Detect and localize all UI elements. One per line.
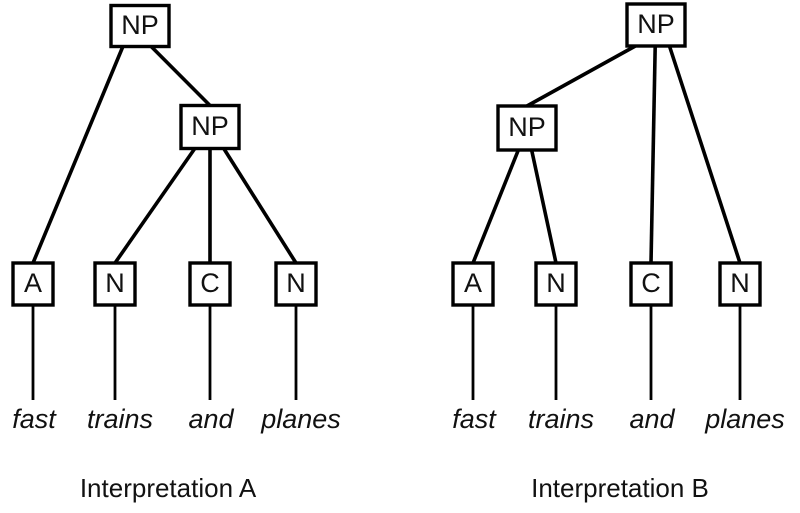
- tree-node-a-c[interactable]: C: [188, 261, 232, 307]
- tree-branch-a-np-root-to-a-a: [31, 45, 125, 264]
- node-label-b-np-sub: NP: [508, 112, 546, 142]
- word-a-word-planes: planes: [260, 404, 341, 434]
- node-label-a-n1: N: [105, 268, 125, 298]
- tree-node-a-n1[interactable]: N: [93, 261, 137, 307]
- node-box-b-a: [451, 261, 495, 307]
- node-box-b-np-sub: [496, 104, 558, 152]
- tree-captions-layer: Interpretation A Interpretation B: [80, 473, 709, 503]
- word-a-word-trains: trains: [87, 404, 153, 434]
- tree-branch-b-np-root-to-b-n2: [667, 45, 742, 264]
- node-label-a-np-sub: NP: [191, 111, 229, 141]
- node-box-b-c: [629, 261, 673, 307]
- node-label-a-c: C: [200, 268, 220, 298]
- branch-edges-layer: [31, 44, 742, 265]
- tree-branch-b-np-sub-to-b-a: [471, 149, 521, 264]
- tree-node-a-n2[interactable]: N: [274, 261, 318, 307]
- tree-node-b-a[interactable]: A: [451, 261, 495, 307]
- tree-node-b-np-sub[interactable]: NP: [496, 104, 558, 152]
- tree-node-b-n1[interactable]: N: [534, 261, 578, 307]
- node-box-a-a: [11, 261, 55, 307]
- tree-branch-a-np-root-to-a-np-sub: [149, 45, 212, 107]
- sentence-words-layer: fast trains and planes fast trains and planes: [12, 404, 785, 434]
- node-label-a-np-root: NP: [121, 10, 159, 40]
- tree-branch-a-np-sub-to-a-n2: [222, 147, 298, 264]
- tree-node-b-n2[interactable]: N: [718, 261, 762, 307]
- node-box-a-np-sub: [179, 103, 241, 151]
- word-a-word-fast: fast: [12, 404, 57, 434]
- tree-node-b-np-root[interactable]: NP: [625, 2, 687, 48]
- caption-interpretation-b: Interpretation B: [531, 473, 709, 503]
- tree-branch-b-np-root-to-b-np-sub: [526, 44, 637, 108]
- node-label-b-c: C: [641, 268, 661, 298]
- leaf-stems-layer: [31, 305, 742, 400]
- word-b-word-fast: fast: [452, 404, 497, 434]
- node-label-b-np-root: NP: [637, 9, 675, 39]
- node-box-a-n2: [274, 261, 318, 307]
- node-label-b-n1: N: [546, 268, 566, 298]
- caption-interpretation-a: Interpretation A: [80, 473, 257, 503]
- tree-node-b-c[interactable]: C: [629, 261, 673, 307]
- word-b-word-planes: planes: [704, 404, 785, 434]
- word-b-word-and: and: [629, 404, 675, 434]
- tree-branch-b-np-sub-to-b-n1: [529, 149, 558, 264]
- node-box-b-n2: [718, 261, 762, 307]
- node-box-a-np-root: [109, 3, 171, 49]
- node-label-b-n2: N: [730, 268, 750, 298]
- node-label-a-a: A: [24, 268, 42, 298]
- node-box-a-c: [188, 261, 232, 307]
- tree-node-a-np-root[interactable]: NP: [109, 3, 171, 49]
- tree-nodes-layer: NP NP A N C N NP NP A N C N: [11, 2, 762, 307]
- tree-node-a-np-sub[interactable]: NP: [179, 103, 241, 151]
- node-box-b-n1: [534, 261, 578, 307]
- node-label-b-a: A: [464, 268, 482, 298]
- tree-node-a-a[interactable]: A: [11, 261, 55, 307]
- node-label-a-n2: N: [286, 268, 306, 298]
- node-box-a-n1: [93, 261, 137, 307]
- tree-branch-b-np-root-to-b-c: [649, 45, 657, 264]
- word-b-word-trains: trains: [528, 404, 594, 434]
- tree-branch-a-np-sub-to-a-n1: [113, 147, 197, 265]
- node-box-b-np-root: [625, 2, 687, 48]
- word-a-word-and: and: [188, 404, 234, 434]
